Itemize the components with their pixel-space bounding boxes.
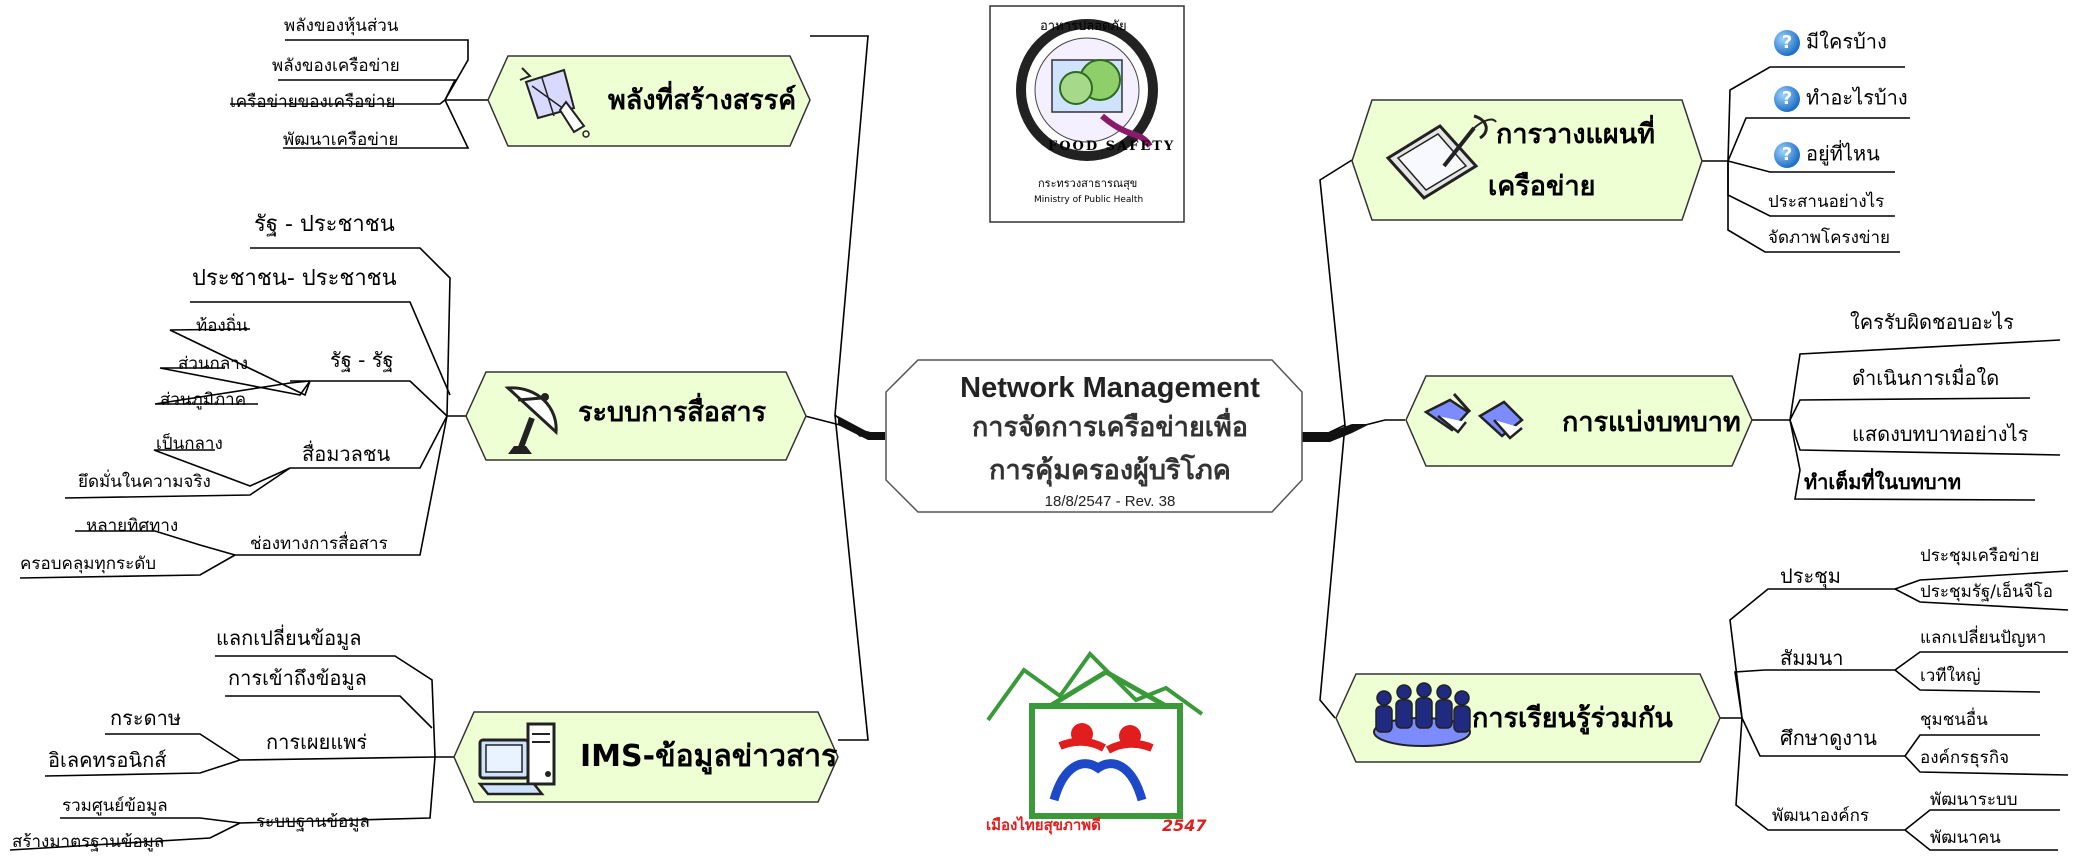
leaf-channels-2[interactable]: ครอบคลุมทุกระดับ	[20, 554, 157, 574]
leaf-planning-1[interactable]: ?มีใครบ้าง	[1774, 30, 1887, 56]
ims-db-label[interactable]: ระบบฐานข้อมูล	[256, 812, 370, 832]
leaf-creative-3[interactable]: เครือข่ายของเครือข่าย	[230, 92, 396, 112]
trunk-right	[1298, 424, 1370, 442]
leaf-planning-2[interactable]: ?ทำอะไรบ้าง	[1774, 86, 1908, 112]
healthy-thailand-caption: เมืองไทยสุขภาพดี	[986, 816, 1101, 834]
leaf-roles-2[interactable]: ดำเนินการเมื่อใด	[1852, 366, 2000, 390]
center-subtitle-line2: การคุ้มครองผู้บริโภค	[989, 455, 1231, 485]
question-icon: ?	[1774, 30, 1800, 56]
center-date-revision: 18/8/2547 - Rev. 38	[1044, 493, 1176, 510]
leaf-orgdev-1[interactable]: พัฒนาระบบ	[1930, 790, 2018, 810]
learning-meeting-label[interactable]: ประชุม	[1780, 564, 1841, 588]
lighthouse-icon	[519, 67, 590, 138]
leaf-publish-1[interactable]: กระดาษ	[110, 706, 181, 730]
center-topic[interactable]: Network Management การจัดการเครือข่ายเพื…	[880, 372, 1340, 510]
center-title: Network Management	[960, 372, 1260, 404]
question-icon: ?	[1774, 86, 1800, 112]
leaf-publish-2[interactable]: อิเลคทรอนิกส์	[48, 748, 167, 772]
node-learning[interactable]: การเรียนรู้ร่วมกัน	[1472, 703, 1673, 734]
pda-stylus-icon	[1385, 114, 1497, 200]
leaf-study-2[interactable]: องค์กรธุรกิจ	[1920, 748, 2010, 768]
leaf-comm-2[interactable]: ประชาชน- ประชาชน	[192, 266, 397, 291]
node-comm[interactable]: ระบบการสื่อสาร	[578, 397, 767, 428]
leaf-db-2[interactable]: สร้างมาตรฐานข้อมูล	[12, 832, 165, 852]
leaf-orgdev-2[interactable]: พัฒนาคน	[1930, 828, 2001, 848]
learning-study-label[interactable]: ศึกษาดูงาน	[1780, 726, 1877, 750]
hex-roles	[1405, 375, 1753, 467]
food-safety-org-en: Ministry of Public Health	[1034, 195, 1144, 205]
leaf-meeting-1[interactable]: ประชุมเครือข่าย	[1920, 546, 2040, 566]
healthy-thailand-year: 2547	[1162, 816, 1207, 835]
leaf-planning-5[interactable]: จัดภาพโครงข่าย	[1768, 228, 1891, 248]
leaf-roles-4[interactable]: ทำเต็มที่ในบทบาท	[1804, 470, 1962, 494]
comm-channels-label[interactable]: ช่องทางการสื่อสาร	[250, 534, 388, 554]
food-safety-ring-text: อาหารปลอดภัย	[1040, 19, 1127, 34]
learning-orgdev-label[interactable]: พัฒนาองค์กร	[1772, 806, 1870, 826]
ims-publish-label[interactable]: การเผยแพร่	[266, 730, 368, 754]
leaf-planning-4[interactable]: ประสานอย่างไร	[1768, 192, 1885, 212]
node-roles[interactable]: การแบ่งบทบาท	[1562, 407, 1741, 438]
leaf-media-1[interactable]: เป็นกลาง	[156, 434, 223, 454]
food-safety-banner: FOOD SAFETY	[1048, 139, 1176, 154]
center-subtitle-line1: การจัดการเครือข่ายเพื่อ	[971, 412, 1249, 442]
satellite-dish-icon	[504, 386, 558, 454]
node-planning-line2[interactable]: เครือข่าย	[1488, 171, 1596, 202]
leaf-roles-1[interactable]: ใครรับผิดชอบอะไร	[1850, 310, 2014, 334]
leaf-meeting-2[interactable]: ประชุมรัฐ/เอ็นจีโอ	[1920, 582, 2053, 602]
leaf-state-2[interactable]: ส่วนกลาง	[178, 354, 249, 374]
leaf-state-1[interactable]: ท้องถิ่น	[196, 316, 248, 336]
connector-center-left	[810, 35, 883, 437]
leaf-seminar-1[interactable]: แลกเปลี่ยนปัญหา	[1920, 628, 2047, 648]
leaf-db-1[interactable]: รวมศูนย์ข้อมูล	[62, 796, 168, 816]
handshake-icon	[1423, 393, 1524, 440]
leaf-planning-3[interactable]: ?อยู่ที่ไหน	[1774, 142, 1880, 168]
learning-seminar-label[interactable]: สัมมนา	[1780, 646, 1844, 670]
hex-comm	[465, 371, 807, 461]
question-icon: ?	[1774, 142, 1800, 168]
comm-state-label[interactable]: รัฐ - รัฐ	[330, 348, 394, 372]
leaf-media-2[interactable]: ยึดมั่นในความจริง	[78, 472, 211, 492]
leaf-ims-2[interactable]: การเข้าถึงข้อมูล	[228, 666, 367, 690]
leaf-creative-2[interactable]: พลังของเครือข่าย	[272, 56, 400, 76]
leaf-creative-4[interactable]: พัฒนาเครือข่าย	[283, 130, 399, 150]
meeting-people-icon	[1373, 682, 1471, 747]
leaf-state-3[interactable]: ส่วนภูมิภาค	[160, 390, 247, 410]
node-planning-line1[interactable]: การวางแผนที่	[1496, 119, 1655, 150]
center-node	[885, 359, 1303, 513]
healthy-thailand-logo	[986, 650, 1204, 819]
leaf-creative-1[interactable]: พลังของหุ้นส่วน	[284, 16, 399, 36]
food-safety-org-th: กระทรวงสาธารณสุข	[1038, 177, 1138, 190]
food-safety-logo	[989, 5, 1185, 223]
leaf-channels-1[interactable]: หลายทิศทาง	[86, 516, 179, 536]
leaf-roles-3[interactable]: แสดงบทบาทอย่างไร	[1852, 422, 2029, 446]
comm-media-label[interactable]: สื่อมวลชน	[302, 442, 391, 466]
leaf-study-1[interactable]: ชุมชนอื่น	[1920, 710, 1988, 730]
node-creative[interactable]: พลังที่สร้างสรรค์	[608, 85, 797, 116]
trunk-left	[838, 416, 885, 440]
leaf-ims-1[interactable]: แลกเปลี่ยนข้อมูล	[216, 626, 362, 650]
computer-icon	[477, 722, 556, 796]
leaf-seminar-2[interactable]: เวทีใหญ่	[1920, 666, 1981, 686]
leaf-comm-1[interactable]: รัฐ - ประชาชน	[254, 212, 395, 237]
node-ims[interactable]: IMS-ข้อมูลข่าวสาร	[580, 739, 838, 774]
